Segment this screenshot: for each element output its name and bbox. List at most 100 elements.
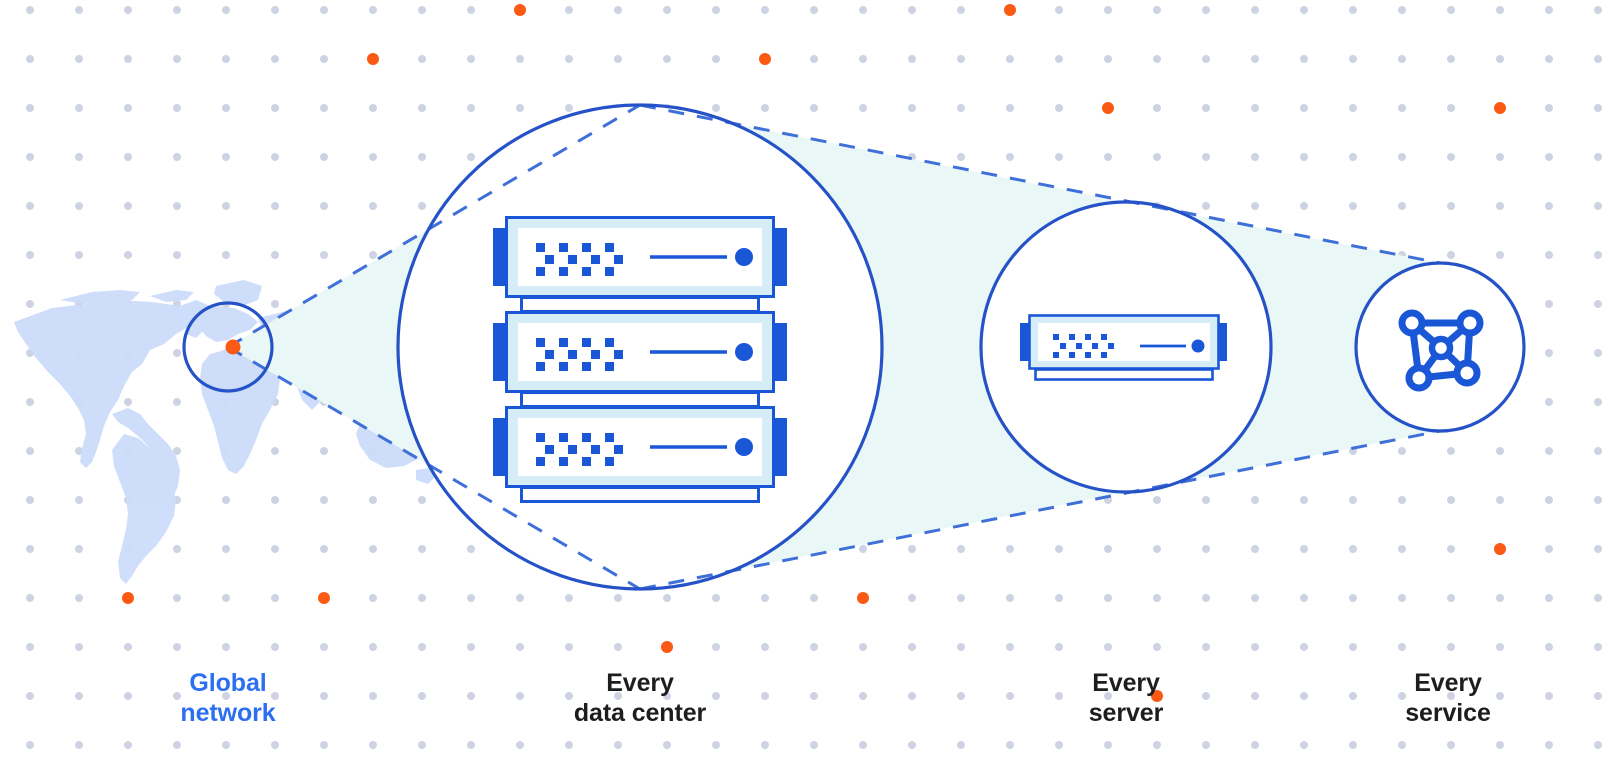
grid-dot <box>1104 496 1112 504</box>
grid-dot <box>467 545 475 553</box>
grid-dot <box>908 643 916 651</box>
grid-dot <box>1349 251 1357 259</box>
grid-dot <box>1300 447 1308 455</box>
grid-dot <box>1104 251 1112 259</box>
grid-dot <box>1104 6 1112 14</box>
grid-dot <box>1251 153 1259 161</box>
grid-dot <box>418 55 426 63</box>
grid-dot <box>1055 545 1063 553</box>
stage-label-line: network <box>180 699 276 727</box>
grid-dot <box>1006 496 1014 504</box>
grid-dot <box>810 55 818 63</box>
grid-dot <box>810 594 818 602</box>
grid-dot <box>908 594 916 602</box>
grid-dot <box>1300 692 1308 700</box>
grid-dot <box>1251 55 1259 63</box>
grid-dot <box>222 6 230 14</box>
grid-dot <box>467 643 475 651</box>
grid-dot <box>1349 643 1357 651</box>
grid-dot <box>1104 594 1112 602</box>
grid-dot <box>663 153 671 161</box>
grid-dot <box>957 104 965 112</box>
grid-dot <box>810 251 818 259</box>
grid-dot <box>1496 6 1504 14</box>
grid-dot <box>1055 104 1063 112</box>
grid-dot <box>516 496 524 504</box>
grid-dot <box>320 202 328 210</box>
grid-dot <box>1349 6 1357 14</box>
grid-dot <box>1496 300 1504 308</box>
grid-dot <box>1300 55 1308 63</box>
grid-dot <box>908 251 916 259</box>
grid-dot <box>467 55 475 63</box>
grid-dot <box>26 6 34 14</box>
grid-dot <box>810 692 818 700</box>
grid-dot <box>1251 104 1259 112</box>
grid-dot <box>1594 741 1602 749</box>
grid-dot <box>1545 643 1553 651</box>
grid-dot <box>369 104 377 112</box>
grid-dot <box>1104 398 1112 406</box>
grid-dot <box>859 398 867 406</box>
grid-dot <box>1104 692 1112 700</box>
grid-dot <box>712 741 720 749</box>
grid-dot <box>1594 496 1602 504</box>
grid-dot <box>1006 398 1014 406</box>
grid-dot <box>1104 643 1112 651</box>
grid-dot <box>1545 545 1553 553</box>
grid-dot <box>1300 104 1308 112</box>
grid-dot <box>516 643 524 651</box>
grid-dot <box>614 55 622 63</box>
grid-dot <box>26 643 34 651</box>
grid-dot <box>369 251 377 259</box>
grid-dot-accent <box>514 4 526 16</box>
grid-dot <box>565 6 573 14</box>
grid-dot <box>614 202 622 210</box>
grid-dot <box>1104 447 1112 455</box>
grid-dot <box>1545 6 1553 14</box>
grid-dot <box>565 447 573 455</box>
grid-dot <box>1398 741 1406 749</box>
grid-dot <box>1349 496 1357 504</box>
grid-dot <box>1398 545 1406 553</box>
grid-dot <box>810 153 818 161</box>
grid-dot <box>26 55 34 63</box>
grid-dot <box>271 545 279 553</box>
grid-dot <box>1251 496 1259 504</box>
grid-dot <box>418 545 426 553</box>
grid-dot <box>1104 300 1112 308</box>
grid-dot <box>1055 6 1063 14</box>
grid-dot <box>1251 447 1259 455</box>
grid-dot <box>957 202 965 210</box>
grid-dot <box>1447 741 1455 749</box>
grid-dot <box>810 496 818 504</box>
grid-dot <box>1153 300 1161 308</box>
world-map-icon <box>14 280 436 584</box>
grid-dot <box>1006 153 1014 161</box>
grid-dot <box>908 104 916 112</box>
grid-dot <box>124 741 132 749</box>
grid-dot <box>271 594 279 602</box>
grid-dot <box>859 447 867 455</box>
grid-dot <box>124 153 132 161</box>
grid-dot <box>369 153 377 161</box>
grid-dot <box>173 6 181 14</box>
grid-dot <box>810 447 818 455</box>
grid-dot <box>1153 398 1161 406</box>
grid-dot <box>1594 104 1602 112</box>
grid-dot <box>761 741 769 749</box>
grid-dot <box>859 741 867 749</box>
grid-dot <box>516 741 524 749</box>
grid-dot <box>369 349 377 357</box>
grid-dot <box>1594 447 1602 455</box>
stage-label-line: server <box>1088 699 1164 727</box>
grid-dot <box>467 104 475 112</box>
grid-dot <box>26 104 34 112</box>
grid-dot <box>663 202 671 210</box>
grid-dot-accent <box>367 53 379 65</box>
grid-dot <box>516 545 524 553</box>
grid-dot <box>222 55 230 63</box>
grid-dot <box>1153 202 1161 210</box>
grid-dot <box>173 545 181 553</box>
grid-dot <box>467 692 475 700</box>
